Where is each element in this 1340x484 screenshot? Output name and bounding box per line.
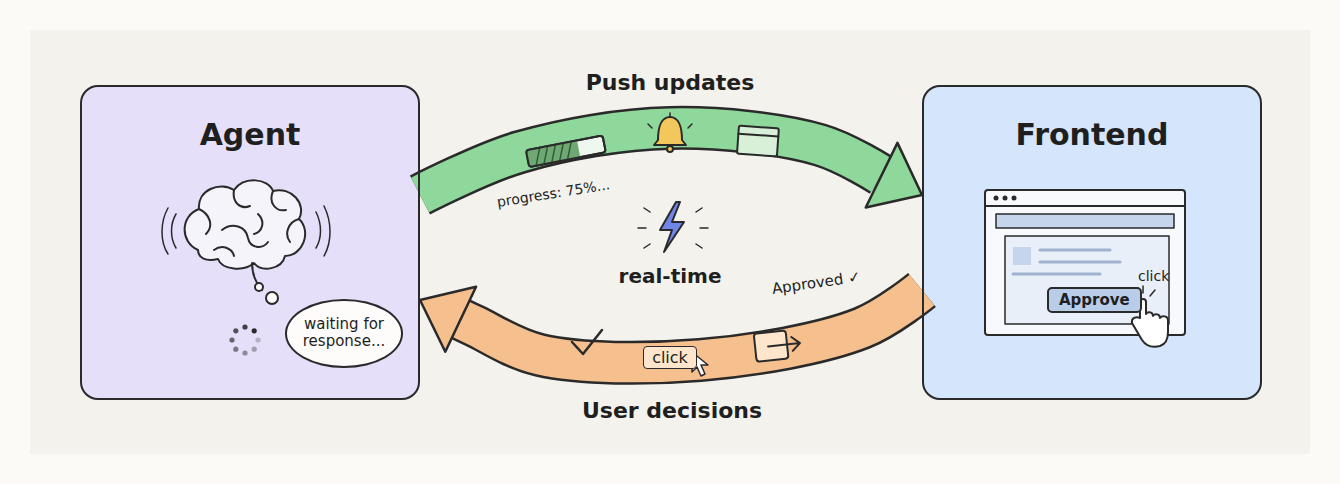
background-panel <box>30 30 1310 454</box>
spinner-icon <box>229 324 260 355</box>
panel-fill <box>80 85 420 400</box>
arrow-band <box>420 128 882 195</box>
click-note: click <box>1138 268 1169 284</box>
window-icon <box>737 126 779 157</box>
node-text: waiting for response... <box>299 316 389 351</box>
agent-panel: Agent waiting for response... <box>80 85 420 400</box>
arrow-head <box>420 287 476 352</box>
click-chip: click <box>643 346 697 369</box>
arrow-outline <box>420 128 882 195</box>
check-icon <box>572 330 602 354</box>
arrow-head <box>866 143 922 208</box>
spinner-dot <box>252 328 257 333</box>
node-text: Frontend <box>924 117 1260 152</box>
spinner-dot <box>229 337 234 342</box>
export-icon <box>754 329 802 362</box>
frontend-panel: FrontendApprove <box>922 85 1262 400</box>
realtime-label: real-time <box>619 264 722 288</box>
approve-button: Approve <box>1047 287 1142 313</box>
thought-bubble: waiting for response... <box>285 299 403 368</box>
spinner-dot <box>242 350 247 355</box>
edge-label: User decisions <box>582 398 762 423</box>
progress-bar-icon <box>526 136 606 168</box>
panel-fill <box>922 85 1262 400</box>
spinner-dot <box>252 347 257 352</box>
spinner-dot <box>233 328 238 333</box>
node-text: Approve <box>1059 291 1130 309</box>
spinner-dot <box>255 337 260 342</box>
lightning-icon <box>638 202 708 252</box>
browser-window <box>985 190 1185 335</box>
spinner-dot <box>233 347 238 352</box>
bell-icon <box>648 113 692 152</box>
thought-dot <box>266 292 278 304</box>
spinner-dot <box>242 324 247 329</box>
node-text: Agent <box>82 117 418 152</box>
edge-label: Push updates <box>586 70 755 95</box>
thought-dot <box>255 283 263 291</box>
brain-icon <box>162 180 330 290</box>
